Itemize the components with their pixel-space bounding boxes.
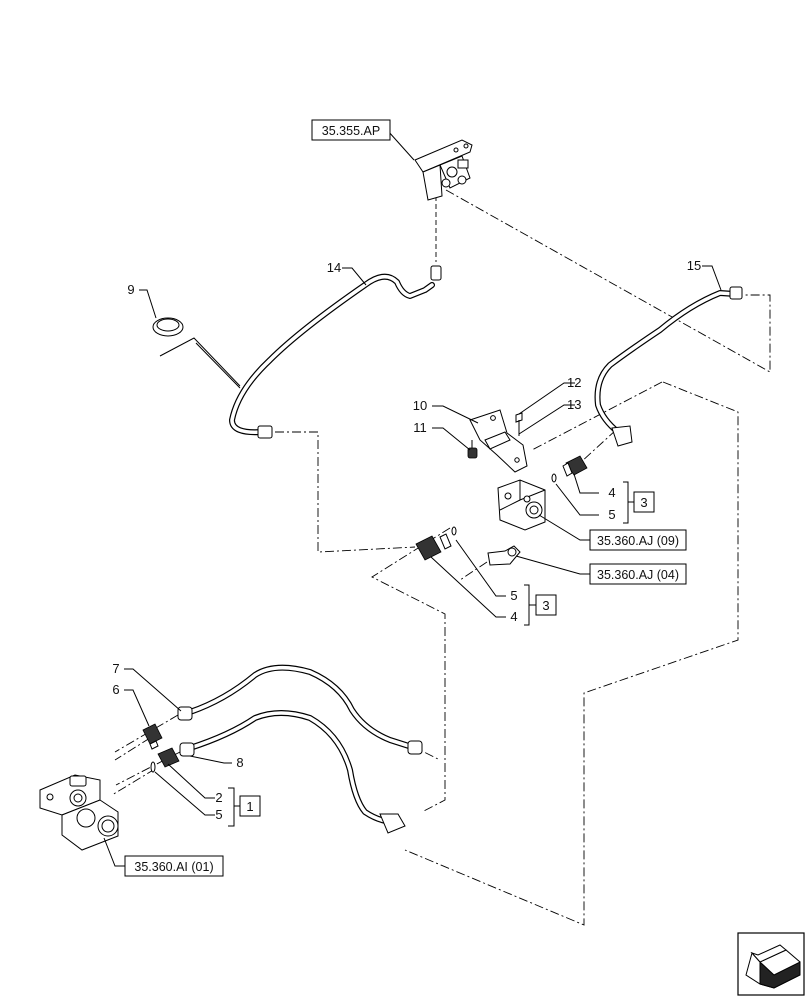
ref-label-control-valve: 35.360.AI (01)	[134, 860, 213, 874]
boxed-callout-3-lower: 3	[535, 594, 557, 616]
control-valve-block	[39, 774, 119, 851]
valve-part-04	[487, 545, 521, 566]
ref-label-valve-09: 35.360.AJ (09)	[597, 534, 679, 548]
callout-3-lower: 3	[542, 598, 549, 613]
callout-9: 9	[127, 282, 134, 297]
callout-5-right: 5	[608, 507, 615, 522]
callout-1: 1	[246, 799, 253, 814]
hose-15	[594, 286, 743, 447]
callout-10: 10	[413, 398, 427, 413]
valve-body-09	[497, 479, 546, 531]
group-brackets	[228, 481, 634, 827]
screw-11	[467, 440, 478, 459]
callout-11: 11	[413, 420, 427, 435]
bracket-10	[469, 409, 528, 473]
hose-8	[179, 710, 406, 834]
callout-3-upper: 3	[640, 495, 647, 510]
boxed-callout-3-upper: 3	[633, 491, 655, 513]
callout-6: 6	[112, 682, 119, 697]
callout-14: 14	[327, 260, 341, 275]
fitting-2	[150, 747, 180, 773]
ref-box-valve-04: 35.360.AJ (04)	[589, 563, 687, 585]
ref-label-valve-04: 35.360.AJ (04)	[597, 568, 679, 582]
callout-5-lower: 5	[215, 807, 222, 822]
view-direction-arrow-icon	[737, 932, 805, 996]
ref-box-valve-09: 35.360.AJ (09)	[589, 529, 687, 551]
callout-4-left: 4	[510, 609, 517, 624]
ref-box-top-block: 35.355.AP	[311, 119, 391, 141]
callout-8: 8	[236, 755, 243, 770]
fitting-4-right	[551, 455, 588, 483]
seal-ring-9	[152, 317, 241, 389]
ref-label-top-block: 35.355.AP	[322, 124, 380, 138]
hose-14	[229, 265, 442, 439]
callout-13: 13	[567, 397, 581, 412]
fitting-6	[142, 723, 163, 750]
boxed-callout-1: 1	[239, 795, 261, 817]
top-valve-block	[414, 139, 473, 201]
callout-2: 2	[215, 790, 222, 805]
callout-12: 12	[567, 375, 581, 390]
screw-12-13	[515, 412, 523, 436]
callout-7: 7	[112, 661, 119, 676]
hose-7	[177, 664, 423, 755]
fitting-4-left	[415, 526, 457, 561]
callout-15: 15	[687, 258, 701, 273]
callout-4-right: 4	[608, 485, 615, 500]
ref-box-control-valve: 35.360.AI (01)	[124, 855, 224, 877]
callout-5-left: 5	[510, 588, 517, 603]
callout-numbers: 14 9 15 10 11 12 13 4 5 5 4 7 6 8 2 5	[112, 258, 701, 822]
